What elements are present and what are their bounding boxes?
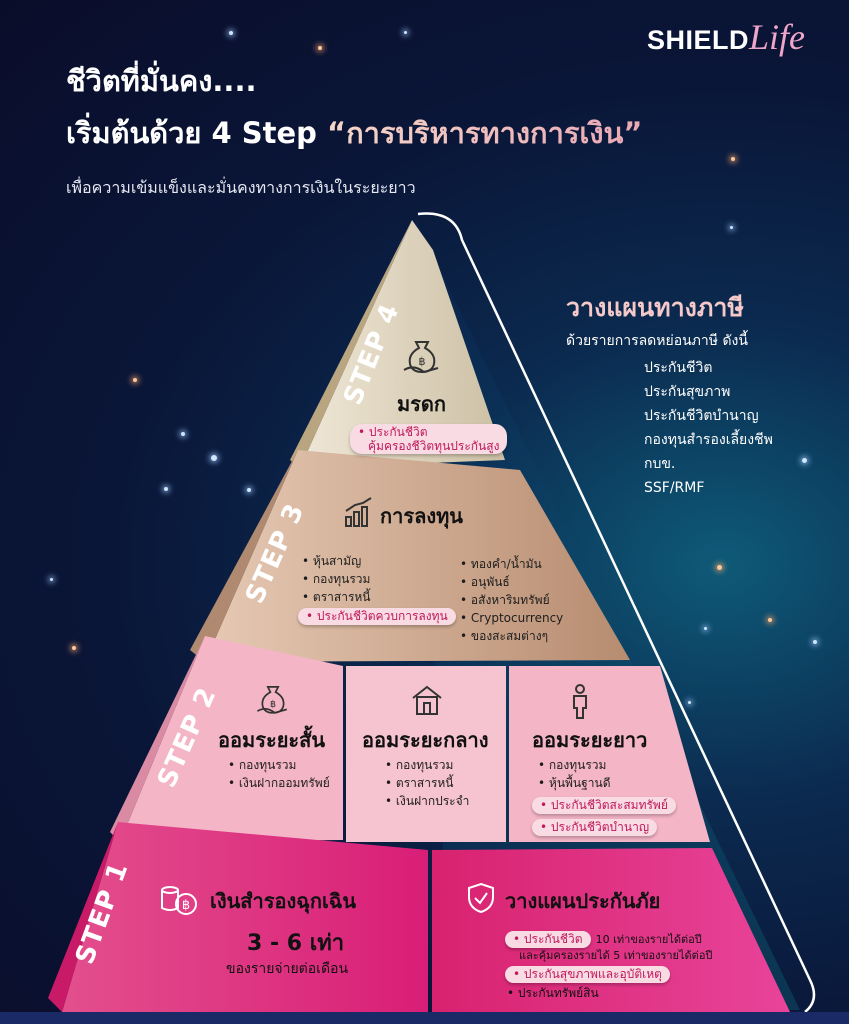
list-item: ของสะสมต่างๆ bbox=[460, 627, 563, 645]
headline-subtitle: เพื่อความเข้มแข็งและมั่นคงทางการเงินในระ… bbox=[66, 178, 416, 197]
mid-saving-title: ออมระยะกลาง bbox=[362, 728, 489, 752]
step3-left-list: หุ้นสามัญ กองทุนรวม ตราสารหนี้ bbox=[302, 552, 371, 606]
list-item: ประกันชีวิตบำนาญ bbox=[644, 408, 759, 424]
coins-icon: ฿ bbox=[161, 886, 197, 915]
growth-chart-icon bbox=[345, 497, 372, 527]
short-saving-list: กองทุนรวม เงินฝากออมทรัพย์ bbox=[228, 756, 330, 792]
star bbox=[717, 565, 722, 570]
house-icon bbox=[412, 685, 442, 715]
svg-text:฿: ฿ bbox=[419, 355, 426, 368]
svg-text:฿: ฿ bbox=[270, 699, 276, 710]
star bbox=[688, 701, 691, 704]
star bbox=[768, 618, 772, 622]
money-bag-icon: ฿ bbox=[257, 686, 288, 714]
emergency-multiple: 3 - 6 เท่า bbox=[247, 931, 345, 956]
list-item: กองทุนรวม bbox=[228, 756, 330, 774]
tax-subtitle: ด้วยรายการลดหย่อนภาษี ดังนี้ bbox=[566, 333, 748, 349]
star bbox=[318, 46, 322, 50]
headline-line2: เริ่มต้นด้วย 4 Step “การบริหารทางการเงิน… bbox=[66, 110, 642, 156]
mid-saving-list: กองทุนรวม ตราสารหนี้ เงินฝากประจำ bbox=[385, 756, 469, 810]
list-item: SSF/RMF bbox=[644, 480, 705, 496]
long-saving-title: ออมระยะยาว bbox=[532, 728, 648, 752]
tax-list: ประกันชีวิต ประกันสุขภาพ ประกันชีวิตบำนา… bbox=[644, 356, 773, 500]
list-item: อนุพันธ์ bbox=[460, 573, 563, 591]
brand-logo: SHIELDLife bbox=[647, 16, 805, 58]
list-item: หุ้นพื้นฐานดี bbox=[538, 774, 611, 792]
insurance-property: ประกันทรัพย์สิน bbox=[507, 984, 599, 1002]
star bbox=[181, 432, 185, 436]
star bbox=[730, 226, 733, 229]
star bbox=[72, 646, 76, 650]
list-item: กบข. bbox=[644, 456, 676, 472]
long-saving-pill-2: ประกันชีวิตบำนาญ bbox=[532, 816, 658, 836]
list-item: ประกันสุขภาพ bbox=[644, 384, 731, 400]
list-item: กองทุนรวม bbox=[538, 756, 611, 774]
list-item: ตราสารหนี้ bbox=[302, 588, 371, 606]
svg-text:฿: ฿ bbox=[182, 898, 190, 913]
headline-prefix: เริ่มต้นด้วย 4 Step bbox=[66, 116, 328, 150]
short-saving-title: ออมระยะสั้น bbox=[218, 728, 326, 752]
insurance-title: วางแผนประกันภัย bbox=[505, 889, 661, 913]
emergency-title: เงินสำรองฉุกเฉิน bbox=[210, 889, 357, 913]
emergency-subtitle: ของรายจ่ายต่อเดือน bbox=[226, 961, 349, 977]
list-item: ประกันชีวิต bbox=[644, 360, 713, 376]
list-item: เงินฝากประจำ bbox=[385, 792, 469, 810]
insurance-health-pill: ประกันสุขภาพและอุบัติเหตุ bbox=[505, 963, 670, 983]
list-item: Cryptocurrency bbox=[460, 609, 563, 627]
step3-pill: ประกันชีวิตควบการลงทุน bbox=[298, 605, 456, 625]
star bbox=[133, 378, 137, 382]
list-item: ตราสารหนี้ bbox=[385, 774, 469, 792]
star bbox=[211, 455, 217, 461]
long-saving-list: กองทุนรวม หุ้นพื้นฐานดี bbox=[538, 756, 611, 792]
step3-title: การลงทุน bbox=[380, 504, 463, 528]
shield-icon bbox=[468, 882, 494, 914]
insurance-life-row: ประกันชีวิต 10 เท่าของรายได้ต่อปี bbox=[505, 928, 702, 948]
star bbox=[229, 31, 233, 35]
list-item: กองทุนสำรองเลี้ยงชีพ bbox=[644, 432, 773, 448]
long-saving-pill-1: ประกันชีวิตสะสมทรัพย์ bbox=[532, 794, 676, 814]
step3-right-list: ทองคำ/น้ำมัน อนุพันธ์ อสังหาริมทรัพย์ Cr… bbox=[460, 555, 563, 645]
headline-quote: “การบริหารทางการเงิน” bbox=[327, 116, 643, 150]
list-item: อสังหาริมทรัพย์ bbox=[460, 591, 563, 609]
star bbox=[731, 157, 735, 161]
star bbox=[404, 31, 407, 34]
step4-title: มรดก bbox=[397, 392, 447, 416]
list-item: เงินฝากออมทรัพย์ bbox=[228, 774, 330, 792]
step4-pill: • ประกันชีวิต คุ้มครองชีวิตทุนประกันสูง bbox=[350, 424, 508, 454]
list-item: กองทุนรวม bbox=[385, 756, 469, 774]
step4-pill-line2: คุ้มครองชีวิตทุนประกันสูง bbox=[368, 439, 500, 453]
money-bag-icon: ฿ bbox=[403, 341, 439, 374]
tax-title: วางแผนทางภาษี bbox=[566, 293, 744, 322]
star bbox=[50, 578, 53, 581]
star bbox=[247, 488, 251, 492]
insurance-life-text2: และคุ้มครองรายได้ 5 เท่าของรายได้ต่อปี bbox=[519, 949, 713, 962]
list-item: กองทุนรวม bbox=[302, 570, 371, 588]
star bbox=[813, 640, 817, 644]
list-item: ทองคำ/น้ำมัน bbox=[460, 555, 563, 573]
star bbox=[704, 627, 707, 630]
brand-part2: Life bbox=[748, 17, 805, 57]
brand-part1: SHIELD bbox=[646, 25, 749, 55]
list-item: หุ้นสามัญ bbox=[302, 552, 371, 570]
star bbox=[164, 487, 168, 491]
step4-pill-line1: • ประกันชีวิต bbox=[358, 425, 428, 439]
star bbox=[802, 458, 807, 463]
elderly-person-icon bbox=[573, 684, 587, 719]
headline-line1: ชีวิตที่มั่นคง.... bbox=[66, 64, 257, 98]
